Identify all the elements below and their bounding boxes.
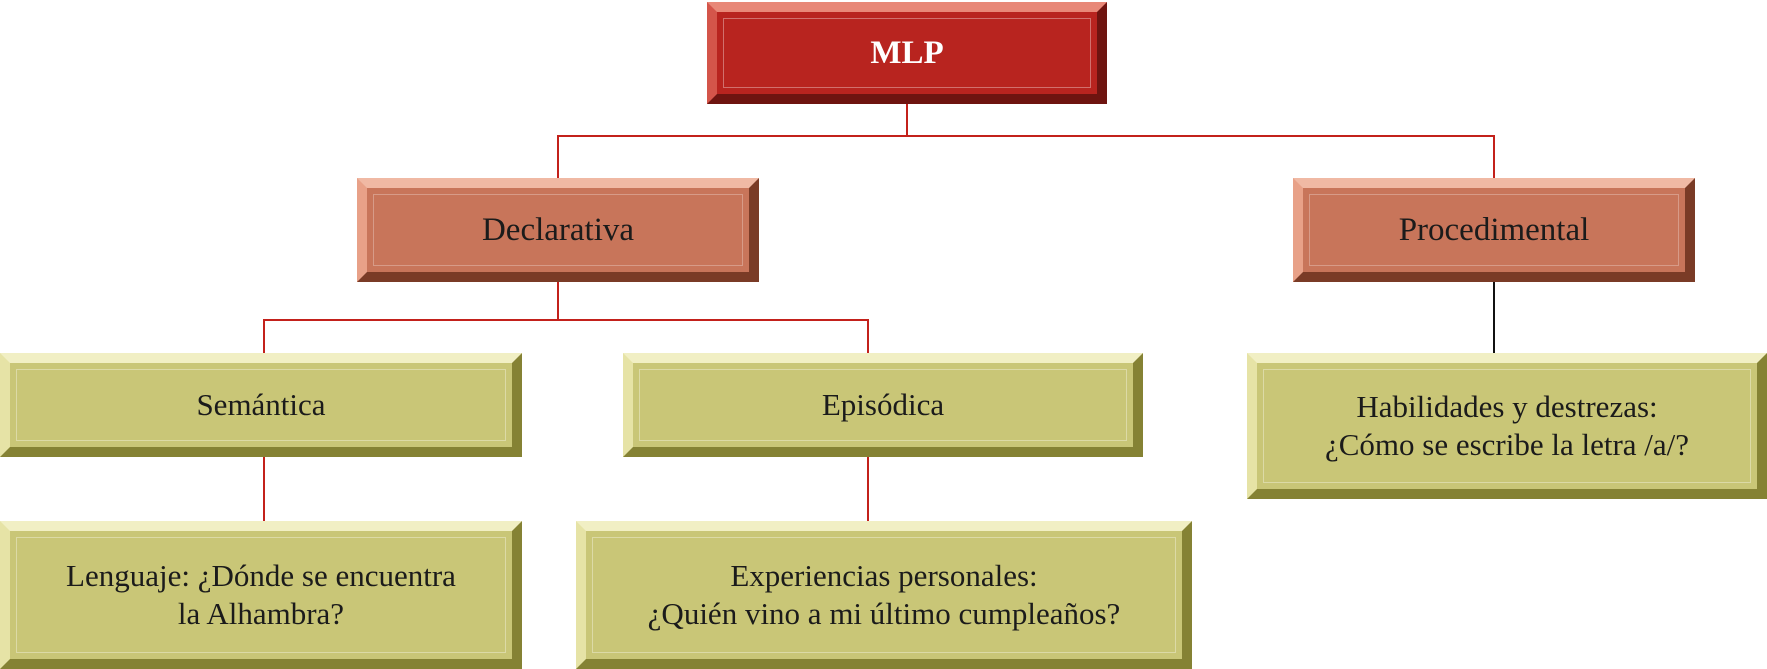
node-habilidades-line-1: Habilidades y destrezas: <box>1356 389 1658 425</box>
connector-episodica-to-experiencias <box>867 456 869 522</box>
node-procedimental-label: Procedimental <box>1398 211 1590 248</box>
connector-root-horizontal <box>557 135 1495 137</box>
node-experiencias-line-2: ¿Quién vino a mi último cumpleaños? <box>647 596 1121 631</box>
node-semantica: Semántica <box>0 353 522 457</box>
node-habilidades: Habilidades y destrezas: ¿Cómo se escrib… <box>1247 353 1767 499</box>
node-lenguaje-line-2: la Alhambra? <box>177 596 345 631</box>
node-semantica-label: Semántica <box>196 387 326 423</box>
node-experiencias: Experiencias personales: ¿Quién vino a m… <box>576 521 1192 669</box>
connector-declarativa-horizontal <box>263 319 869 321</box>
node-lenguaje: Lenguaje: ¿Dónde se encuentra la Alhambr… <box>0 521 522 669</box>
connector-procedimental-to-habilidades <box>1493 282 1495 354</box>
connector-to-episodica <box>867 319 869 353</box>
node-declarativa: Declarativa <box>357 178 759 282</box>
node-lenguaje-line-1: Lenguaje: ¿Dónde se encuentra <box>66 558 456 594</box>
node-experiencias-line-1: Experiencias personales: <box>730 558 1038 594</box>
connector-root-down <box>906 104 908 137</box>
node-mlp: MLP <box>707 2 1107 104</box>
connector-to-procedimental <box>1493 135 1495 179</box>
node-episodica-label: Episódica <box>821 387 945 423</box>
connector-semantica-to-lenguaje <box>263 456 265 522</box>
connector-to-declarativa <box>557 135 559 179</box>
node-procedimental: Procedimental <box>1293 178 1695 282</box>
connector-to-semantica <box>263 319 265 353</box>
connector-declarativa-down <box>557 282 559 321</box>
node-episodica: Episódica <box>623 353 1143 457</box>
node-declarativa-label: Declarativa <box>481 211 635 248</box>
node-mlp-label: MLP <box>870 34 944 71</box>
node-habilidades-line-2: ¿Cómo se escribe la letra /a/? <box>1324 427 1690 462</box>
